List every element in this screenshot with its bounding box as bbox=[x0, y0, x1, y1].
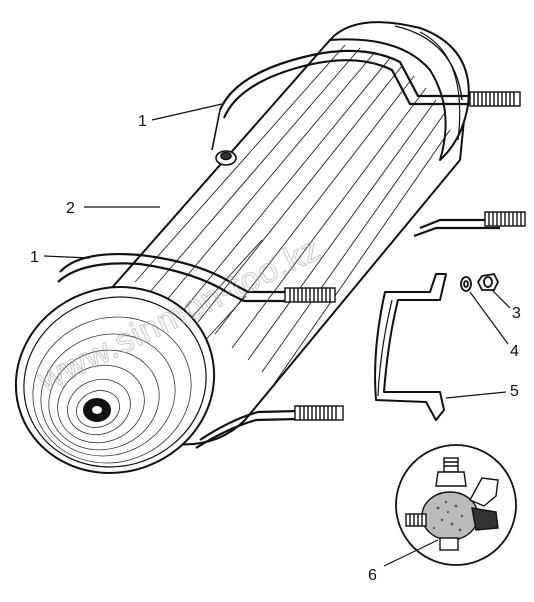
callout-1-upper: 1 bbox=[138, 113, 147, 130]
strap-lower-thread bbox=[284, 211, 526, 303]
callout-5-bracket: 5 bbox=[510, 383, 519, 400]
callout-2-tank: 2 bbox=[66, 200, 75, 217]
callout-3-nut: 3 bbox=[512, 305, 521, 322]
callout-6-valve: 6 bbox=[368, 567, 377, 584]
callout-4-washer: 4 bbox=[510, 343, 519, 360]
tank-front-cap bbox=[14, 286, 216, 474]
strap-upper bbox=[211, 49, 505, 151]
drain-valve-inset bbox=[395, 444, 517, 566]
strap-bottom-thread bbox=[294, 405, 344, 421]
strap-upper-thread bbox=[469, 91, 521, 107]
nut bbox=[476, 273, 500, 291]
strap-lower bbox=[57, 218, 500, 303]
callout-1-lower: 1 bbox=[30, 249, 39, 266]
tank-hatching bbox=[134, 44, 451, 385]
drain-valve bbox=[405, 457, 499, 551]
tank-plug bbox=[215, 150, 237, 166]
leader-lines bbox=[43, 103, 511, 567]
strap-bottom bbox=[195, 408, 341, 449]
bracket bbox=[374, 273, 447, 421]
washer bbox=[460, 276, 472, 292]
